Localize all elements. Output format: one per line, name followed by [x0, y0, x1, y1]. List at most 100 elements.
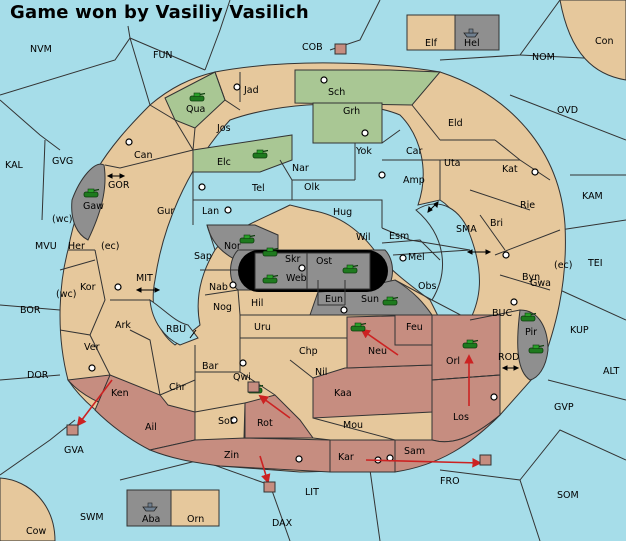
province-neutral-chp: Chp — [299, 346, 318, 357]
province-neutral-bri: Bri — [490, 218, 503, 229]
province-neutral-sap: Sap — [194, 251, 212, 262]
sea-label-15: TEI — [587, 258, 603, 269]
province-neutral-olk: Olk — [304, 182, 320, 193]
sea-label-10: (wc) — [52, 214, 72, 225]
province-gray-ost: Ost — [316, 256, 332, 267]
sea-label-9: KAM — [582, 191, 603, 202]
province-red-neu: Neu — [368, 346, 387, 357]
order-arrows — [76, 328, 482, 484]
sea-label-37: Elf — [425, 38, 438, 49]
sea-label-32: SOM — [557, 490, 579, 501]
province-neutral-mou: Mou — [343, 420, 363, 431]
province-neutral-car: Car — [406, 146, 422, 157]
province-red-los: Los — [453, 412, 469, 423]
sea-label-19: Byn — [522, 272, 540, 283]
sea-label-28: GVP — [554, 402, 574, 413]
sea-label-11: MVU — [35, 241, 57, 252]
province-red-kaa: Kaa — [334, 388, 352, 399]
province-neutral-eun: Eun — [325, 294, 343, 305]
sea-label-30: FRO — [440, 476, 460, 487]
province-neutral-lan: Lan — [202, 206, 219, 217]
sea-label-14: SMA — [456, 224, 477, 235]
province-red-ken: Ken — [111, 388, 129, 399]
province-neutral-rie: Rie — [520, 200, 535, 211]
province-gray-gaw: Gaw — [83, 201, 104, 212]
province-neutral-bar: Bar — [202, 361, 218, 372]
province-green-qua: Qua — [186, 104, 205, 115]
province-neutral-gwa: Gwa — [530, 278, 551, 289]
sea-label-23: BUC — [492, 308, 512, 319]
sea-label-36: Hel — [464, 38, 480, 49]
province-neutral-gur: Gur — [157, 206, 174, 217]
sea-label-34: DAX — [272, 518, 293, 529]
game-status-title: Game won by Vasiliy Vasilich — [10, 2, 309, 23]
sea-label-20: (ec) — [554, 260, 572, 271]
province-neutral-jos: Jos — [216, 123, 231, 134]
sea-label-38: Aba — [142, 514, 160, 525]
sea-label-24: KUP — [570, 325, 589, 336]
sea-label-7: GVG — [52, 156, 73, 167]
sea-label-35: Cow — [26, 526, 46, 537]
province-neutral-uru: Uru — [254, 322, 271, 333]
province-red-orl: Orl — [446, 356, 460, 367]
province-neutral-chr: Chr — [169, 382, 186, 393]
province-neutral-sot: Sot — [218, 416, 234, 427]
province-green-grh: Grh — [343, 106, 360, 117]
sea-label-8: GOR — [108, 180, 130, 191]
sea-label-31: LIT — [305, 487, 319, 498]
province-neutral-yok: Yok — [355, 146, 372, 157]
sea-label-4: Con — [595, 36, 613, 47]
sea-label-12: Her — [68, 241, 85, 252]
province-green-sch: Sch — [328, 87, 345, 98]
sea-label-18: (wc) — [56, 289, 76, 300]
sea-label-6: KAL — [5, 160, 24, 171]
province-red-rot: Rot — [257, 418, 273, 429]
units — [66, 28, 545, 512]
province-red-zin: Zin — [224, 450, 239, 461]
red-provinces — [67, 314, 501, 473]
sea-label-39: Orn — [187, 514, 204, 525]
sea-label-21: BOR — [20, 305, 41, 316]
province-red-sam: Sam — [404, 446, 425, 457]
sea-label-0: NVM — [30, 44, 52, 55]
province-neutral-tel: Tel — [251, 183, 265, 194]
province-neutral-obs: Obs — [418, 281, 437, 292]
province-gray-sun: Sun — [361, 294, 379, 305]
province-neutral-eld: Eld — [448, 118, 463, 129]
province-neutral-amp: Amp — [403, 175, 425, 186]
province-neutral-kat: Kat — [502, 164, 518, 175]
province-neutral-ark: Ark — [115, 320, 131, 331]
province-borders — [59, 37, 561, 472]
province-red-ail: Ail — [145, 422, 157, 433]
province-neutral-can: Can — [134, 150, 152, 161]
sea-label-3: NOM — [532, 52, 555, 63]
sea-label-1: FUN — [153, 50, 173, 61]
sea-label-22: RBU — [166, 324, 186, 335]
sea-label-25: DOR — [27, 370, 49, 381]
sea-label-33: SWM — [80, 512, 104, 523]
sea-label-5: OVD — [557, 105, 578, 116]
province-gray-web: Web — [286, 273, 307, 284]
sea-label-13: (ec) — [101, 241, 119, 252]
province-gray-pir: Pir — [525, 327, 537, 338]
province-neutral-hug: Hug — [333, 207, 352, 218]
province-neutral-esm: Esm — [389, 231, 409, 242]
province-red-feu: Feu — [406, 322, 423, 333]
sea-label-26: ROD — [498, 352, 519, 363]
sea-label-2: COB — [302, 42, 323, 53]
province-neutral-skr: Skr — [285, 254, 301, 265]
province-neutral-nil: Nil — [315, 367, 327, 378]
province-gray-nor: Nor — [224, 241, 241, 252]
province-neutral-uta: Uta — [444, 158, 461, 169]
province-neutral-jad: Jad — [243, 85, 259, 96]
sea-label-17: Kor — [80, 282, 96, 293]
sea-label-27: ALT — [603, 366, 619, 377]
province-red-kar: Kar — [338, 452, 354, 463]
sea-label-16: MIT — [136, 273, 153, 284]
province-neutral-ver: Ver — [84, 342, 100, 353]
province-neutral-wil: Wil — [356, 232, 370, 243]
